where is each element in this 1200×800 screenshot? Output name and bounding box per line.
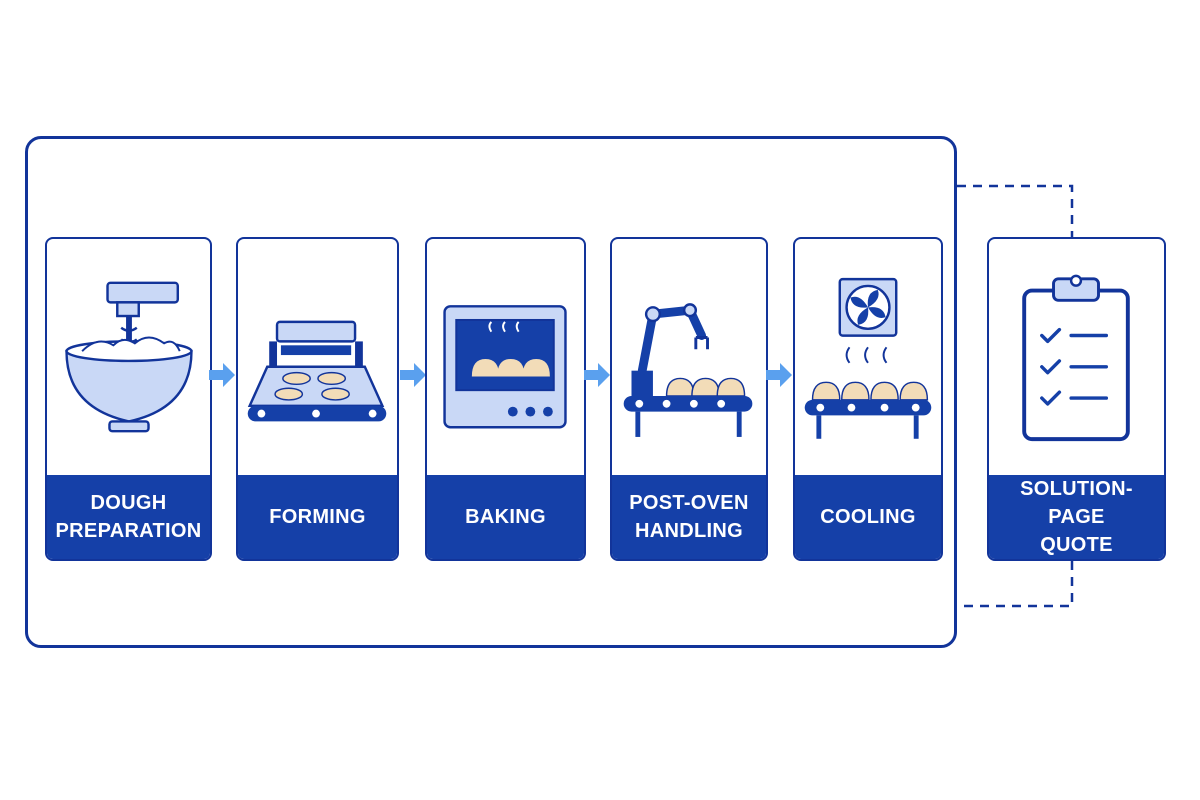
process-frame [25,136,957,648]
clipboard-checklist-icon [989,239,1164,476]
stage-card-cooling: COOLING [793,237,943,561]
oven-icon [427,239,584,476]
stage-card-dough-preparation: DOUGH PREPARATION [45,237,212,561]
flow-arrow-icon [209,363,235,387]
stage-label: DOUGH PREPARATION [47,475,210,559]
output-card-solution-page-quote: SOLUTION-PAGE QUOTE [987,237,1166,561]
stage-label: POST-OVEN HANDLING [612,475,766,559]
forming-press-icon [238,239,397,476]
stage-card-post-oven-handling: POST-OVEN HANDLING [610,237,768,561]
flow-arrow-icon [400,363,426,387]
stage-card-forming: FORMING [236,237,399,561]
flow-arrow-icon [766,363,792,387]
flow-arrow-icon [584,363,610,387]
mixer-bowl-icon [47,239,210,476]
stage-label: COOLING [795,475,941,559]
robot-arm-icon [612,239,766,476]
output-label: SOLUTION-PAGE QUOTE [989,475,1164,559]
stage-label: BAKING [427,475,584,559]
stage-label: FORMING [238,475,397,559]
cooling-fan-icon [795,239,941,476]
stage-card-baking: BAKING [425,237,586,561]
